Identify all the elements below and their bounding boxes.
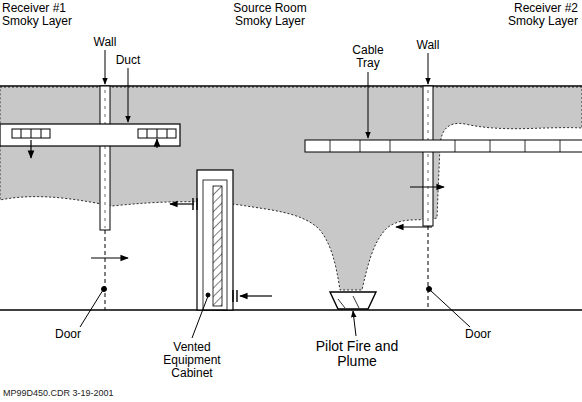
part-label: Pilot Fire and Plume [310,339,404,369]
pilot-fire [330,292,376,309]
duct [0,124,180,146]
file-note: MP99D450.CDR 3-19-2001 [3,388,163,398]
part-label: Cable Tray [343,44,393,70]
wall [423,86,433,226]
door [105,230,106,310]
part-label: Door [52,328,84,341]
region-label: Receiver #1 Smoky Layer [2,2,86,28]
part-label: Duct [113,54,143,67]
part-label: Vented Equipment Cabinet [150,341,234,380]
part-label: Wall [91,36,119,49]
part-label: Door [462,328,494,341]
duct-vent [12,129,176,138]
door [428,226,429,310]
region-label: Receiver #2 Smoky Layer [490,2,578,28]
region-label: Source Room Smoky Layer [215,2,325,28]
equipment-cabinet [197,170,233,310]
cable-tray [305,140,582,152]
part-label: Wall [414,39,442,52]
smoky-layer [0,87,582,290]
wall [100,86,110,230]
